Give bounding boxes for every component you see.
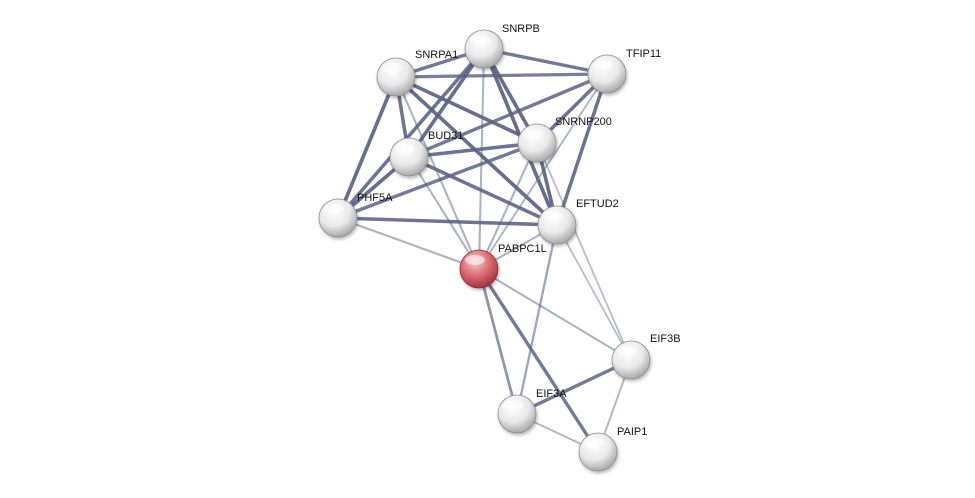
node-label-phf5a: PHF5A: [357, 192, 393, 204]
edge-phf5a-pabpc1l: [336, 216, 481, 271]
node-highlight: [324, 204, 344, 214]
node-highlight: [465, 255, 485, 265]
node-highlight: [382, 63, 402, 73]
node-label-snrnp200: SNRNP200: [555, 116, 612, 128]
edge-snrpa1-pabpc1l: [394, 75, 481, 271]
node-label-paip1: PAIP1: [617, 426, 647, 438]
nodes-layer: [318, 29, 651, 472]
node-label-bud31: BUD31: [428, 130, 463, 142]
node-label-eif3b: EIF3B: [650, 333, 681, 345]
edge-eftud2-eif3b: [556, 224, 632, 361]
edge-snrpa1-phf5a: [336, 75, 398, 220]
node-label-tfip11: TFIP11: [626, 48, 661, 60]
node-highlight: [617, 346, 637, 356]
node-highlight: [584, 438, 604, 448]
node-label-pabpc1l: PABPC1L: [498, 243, 547, 255]
edge-snrnp200-phf5a: [336, 141, 539, 220]
edge-snrnp200-bud31: [407, 141, 539, 159]
edge-snrnp200-eif3b: [536, 142, 632, 361]
node-highlight: [503, 400, 523, 410]
edge-tfip11-eftud2: [555, 72, 609, 227]
edge-snrpb-phf5a: [336, 47, 486, 220]
edge-pabpc1l-eif3a: [477, 267, 519, 416]
node-highlight: [593, 60, 613, 70]
edge-snrpa1-snrnp200: [394, 75, 539, 145]
edge-eif3b-eif3a: [515, 358, 633, 416]
edge-phf5a-eftud2: [336, 216, 559, 227]
edge-snrnp200-pabpc1l: [477, 141, 539, 271]
node-highlight: [470, 35, 490, 45]
edge-pabpc1l-eif3b: [477, 267, 633, 362]
node-highlight: [543, 211, 563, 221]
edge-pabpc1l-paip1: [477, 267, 600, 454]
edge-snrpa1-tfip11: [394, 72, 609, 79]
node-highlight: [523, 129, 543, 139]
edge-snrpb-pabpc1l: [477, 47, 486, 271]
node-label-eftud2: EFTUD2: [576, 198, 619, 210]
edge-snrpb-tfip11: [482, 47, 609, 76]
edge-tfip11-bud31: [407, 72, 609, 159]
edge-snrpb-bud31: [407, 47, 486, 159]
edge-bud31-eftud2: [407, 155, 559, 227]
node-label-snrpa1: SNRPA1: [415, 49, 458, 61]
node-label-eif3a: EIF3A: [536, 388, 567, 400]
node-highlight: [395, 143, 415, 153]
edge-bud31-pabpc1l: [407, 155, 481, 271]
node-label-snrpb: SNRPB: [502, 23, 540, 35]
edge-eftud2-eif3a: [515, 223, 559, 416]
